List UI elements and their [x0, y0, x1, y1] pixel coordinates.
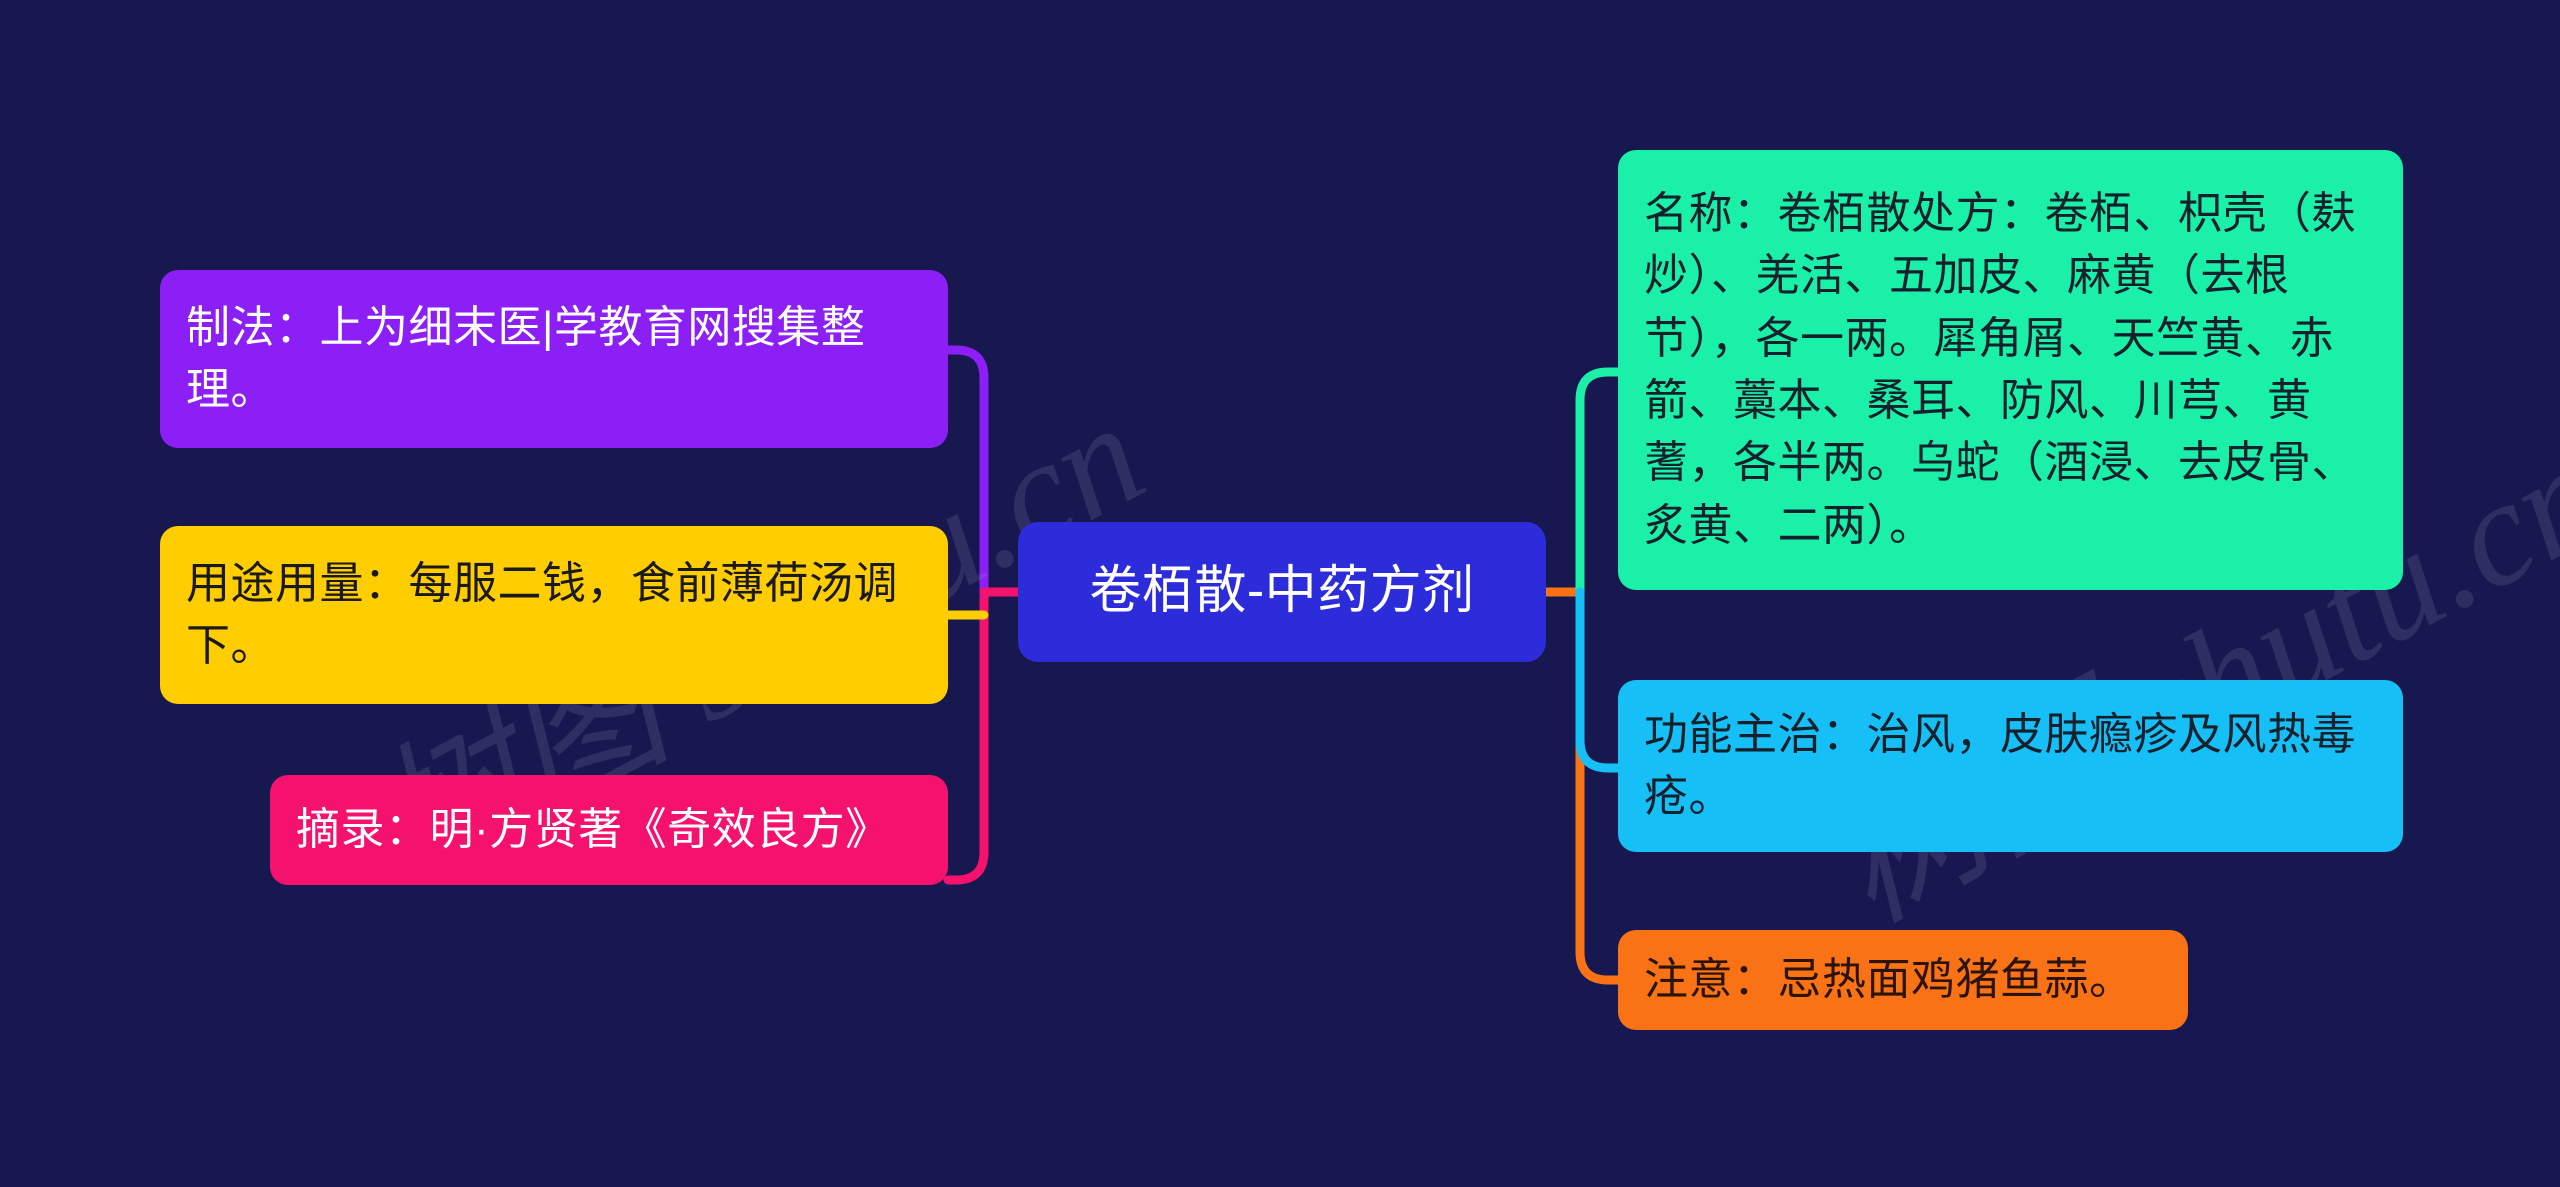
node-zhuyi[interactable]: 注意：忌热面鸡猪鱼蒜。: [1618, 930, 2188, 1030]
connector-gongneng: [1575, 587, 1623, 773]
node-root-label: 卷栢散-中药方剂: [1089, 562, 1475, 621]
node-gongneng[interactable]: 功能主治：治风，皮肤瘾疹及风热毒疮。: [1618, 680, 2403, 852]
node-zhifa-label: 制法：上为细末医|学教育网搜集整理。: [186, 302, 866, 414]
node-yongtu-label: 用途用量：每服二钱，食前薄荷汤调下。: [186, 558, 898, 670]
connector-zhifa: [943, 345, 1005, 597]
connector-mingcheng: [1575, 367, 1623, 597]
node-zhailu[interactable]: 摘录：明·方贤著《奇效良方》: [270, 775, 948, 885]
node-mingcheng-label: 名称：卷栢散处方：卷栢、枳壳（麸炒）、羌活、五加皮、麻黄（去根节），各一两。犀角…: [1644, 188, 2356, 550]
node-zhuyi-label: 注意：忌热面鸡猪鱼蒜。: [1644, 954, 2134, 1004]
node-zhifa[interactable]: 制法：上为细末医|学教育网搜集整理。: [160, 270, 948, 448]
node-zhailu-label: 摘录：明·方贤著《奇效良方》: [296, 804, 890, 854]
connector-zhailu: [943, 587, 1023, 885]
node-gongneng-label: 功能主治：治风，皮肤瘾疹及风热毒疮。: [1644, 709, 2356, 821]
node-mingcheng[interactable]: 名称：卷栢散处方：卷栢、枳壳（麸炒）、羌活、五加皮、麻黄（去根节），各一两。犀角…: [1618, 150, 2403, 590]
node-root[interactable]: 卷栢散-中药方剂: [1018, 522, 1546, 662]
node-yongtu[interactable]: 用途用量：每服二钱，食前薄荷汤调下。: [160, 526, 948, 704]
connector-zhuyi: [1541, 587, 1623, 985]
